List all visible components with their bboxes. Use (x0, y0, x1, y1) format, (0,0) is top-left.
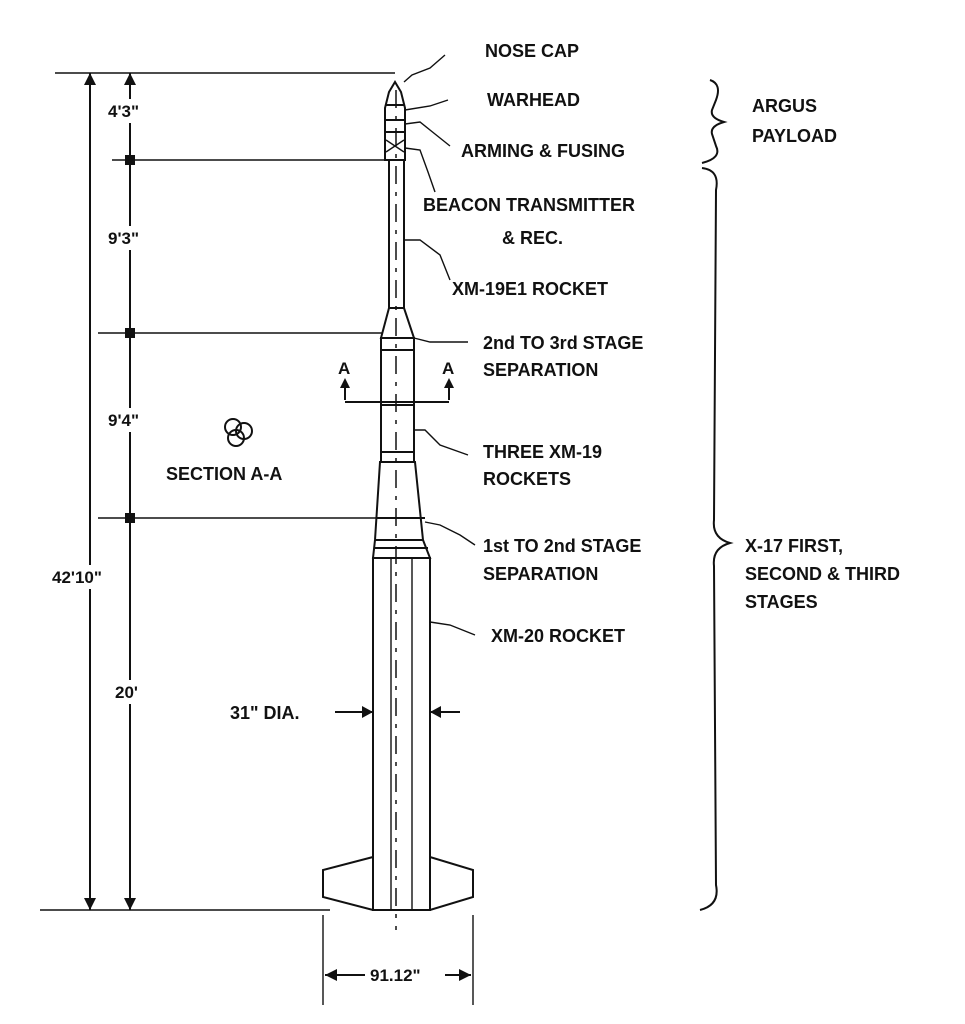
group-stages-line2: SECOND & THIRD (745, 564, 900, 584)
fin-span-dimension (322, 915, 474, 1005)
label-arming-fusing: ARMING & FUSING (461, 141, 625, 161)
second-stage-xm19-cluster (380, 337, 415, 463)
diameter-dimension (335, 706, 460, 718)
dim-middle-stage: 9'4" (108, 411, 139, 430)
diameter-label: 31" DIA. (230, 703, 300, 723)
section-a-a-label: SECTION A-A (166, 464, 282, 484)
group-stages-line3: STAGES (745, 592, 818, 612)
dimension-lines (40, 72, 395, 911)
stage-adapter (379, 307, 416, 339)
label-beacon-line2: & REC. (502, 228, 563, 248)
rocket-body (322, 80, 474, 930)
label-sep12-line1: 1st TO 2nd STAGE (483, 536, 641, 556)
dim-first-stage: 20' (115, 683, 138, 702)
group-payload-line1: ARGUS (752, 96, 817, 116)
label-xm19e1-rocket: XM-19E1 ROCKET (452, 279, 608, 299)
dim-upper-stage: 9'3" (108, 229, 139, 248)
label-sep23-line2: SEPARATION (483, 360, 598, 380)
group-stages-line1: X-17 FIRST, (745, 536, 843, 556)
dim-overall-length: 42'10" (52, 568, 102, 587)
label-sep23-line1: 2nd TO 3rd STAGE (483, 333, 643, 353)
first-stage-xm20 (372, 557, 431, 911)
label-sep12-line2: SEPARATION (483, 564, 598, 584)
payload-brace (701, 79, 728, 164)
section-a-a-symbol (224, 418, 253, 447)
section-mark-right: A (442, 359, 454, 378)
fin-span-label: 91.12" (370, 966, 421, 985)
leader-lines (403, 54, 476, 636)
dim-nose-segment: 4'3" (108, 102, 139, 121)
section-cut-markers (340, 378, 454, 403)
label-beacon-line1: BEACON TRANSMITTER (423, 195, 635, 215)
label-three-xm19-line1: THREE XM-19 (483, 442, 602, 462)
label-warhead: WARHEAD (487, 90, 580, 110)
interstage-transition (371, 461, 432, 559)
section-mark-left: A (338, 359, 350, 378)
label-three-xm19-line2: ROCKETS (483, 469, 571, 489)
label-nose-cap: NOSE CAP (485, 41, 579, 61)
label-xm20-rocket: XM-20 ROCKET (491, 626, 625, 646)
group-payload-line2: PAYLOAD (752, 126, 837, 146)
stages-brace (699, 167, 734, 911)
